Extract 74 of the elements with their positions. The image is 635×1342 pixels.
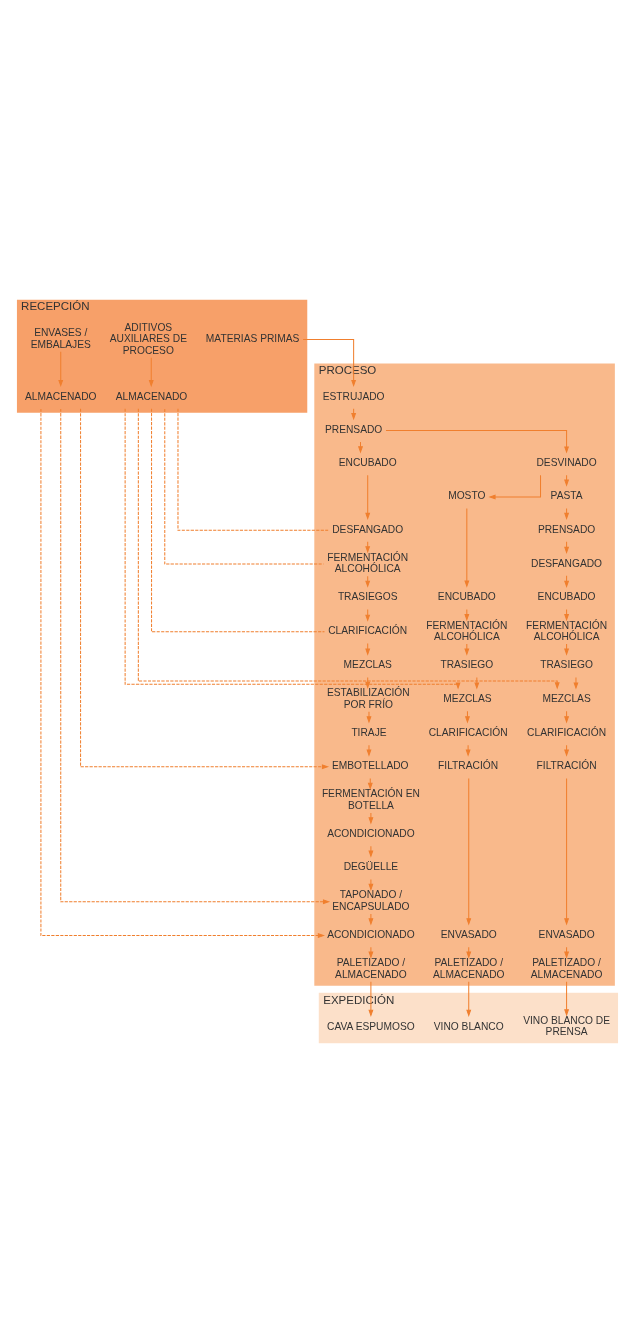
arrow: [385, 429, 570, 454]
node-text: ENVASES / EMBALAJES: [30, 326, 91, 350]
node-text: ACONDICIONADO: [327, 827, 415, 839]
arrow: [366, 744, 372, 757]
node-text: ALMACENADO: [115, 390, 188, 402]
node-text: CLARIFICACIÓN: [428, 726, 508, 738]
arrow: [58, 350, 64, 387]
node-text: ENCUBADO: [437, 590, 496, 602]
arrow: [368, 845, 374, 858]
node-text: FERMENTACIÓN ALCOHÓLICA: [526, 619, 608, 642]
node-text: VINO BLANCO: [433, 1019, 504, 1031]
arrow: [368, 811, 374, 824]
node-text: ESTRUJADO: [322, 390, 385, 402]
arrow: [367, 777, 373, 790]
node-text: FERMENTACIÓN EN BOTELLA: [321, 787, 420, 811]
arrow: [573, 676, 579, 690]
node-text: ADITIVOS AUXILIARES DE PROCESO: [109, 321, 187, 356]
node-text: CAVA ESPUMOSO: [327, 1019, 415, 1031]
node-text: VINO BLANCO DE PRENSA: [523, 1014, 611, 1037]
arrow: [368, 912, 374, 925]
node-text: FERMENTACIÓN ALCOHÓLICA: [426, 619, 508, 642]
node-text: TAPONADO / ENCAPSULADO: [332, 888, 410, 912]
connector: [151, 407, 325, 632]
connector: [177, 407, 329, 531]
node-text: PALETIZADO / ALMACENADO: [335, 956, 407, 980]
arrow: [466, 777, 472, 925]
arrow: [488, 474, 542, 499]
node-text: PRENSADO: [537, 523, 596, 535]
node-text: ALMACENADO: [24, 390, 97, 402]
node-text: EMBOTELLADO: [331, 759, 409, 771]
node-text: DEGÜELLE: [343, 860, 399, 872]
node-text: DESVINADO: [536, 456, 597, 468]
arrow: [365, 676, 371, 689]
node-text: TRASIEGO: [540, 658, 593, 670]
arrow: [365, 474, 371, 520]
node-text: TIRAJE: [351, 726, 387, 738]
node-text: CLARIFICACIÓN: [527, 726, 607, 738]
arrow: [302, 338, 357, 387]
node-text: FILTRACIÓN: [438, 759, 499, 771]
arrow: [564, 777, 570, 925]
connector: [164, 407, 324, 565]
node-text: FERMENTACIÓN ALCOHÓLICA: [327, 551, 409, 574]
node-text: ENCUBADO: [338, 456, 397, 468]
node-text: PRENSADO: [324, 423, 383, 435]
arrow: [368, 946, 374, 959]
node-text: MATERIAS PRIMAS: [205, 332, 300, 344]
node-text: TRASIEGOS: [337, 590, 398, 602]
node-text: DESFANGADO: [332, 523, 404, 535]
node-text: ENVASADO: [440, 928, 497, 940]
node-text: ESTABILIZACIÓN POR FRÍO: [326, 686, 410, 710]
node-text: ENVASADO: [538, 928, 595, 940]
arrow: [366, 710, 372, 723]
node-text: MOSTO: [448, 489, 486, 501]
node-text: MEZCLAS: [443, 692, 492, 704]
arrow: [80, 407, 330, 769]
node-text: TRASIEGO: [440, 658, 494, 670]
node-text: ACONDICIONADO: [327, 928, 415, 940]
arrow: [564, 980, 570, 1016]
node-text: FILTRACIÓN: [536, 759, 597, 771]
node-text: PALETIZADO / ALMACENADO: [530, 956, 603, 980]
arrow: [368, 878, 374, 891]
node-text: MEZCLAS: [542, 692, 591, 704]
arrow: [368, 980, 374, 1017]
node-text: DESFANGADO: [531, 556, 603, 568]
arrow: [365, 575, 371, 588]
node-text: CLARIFICACIÓN: [328, 624, 408, 636]
arrow: [464, 507, 470, 588]
node-text: MEZCLAS: [343, 658, 392, 670]
node-text: ENCUBADO: [537, 590, 596, 602]
node-text: PASTA: [550, 489, 583, 501]
arrow: [466, 980, 472, 1017]
arrow: [148, 356, 154, 387]
arrow: [465, 744, 471, 757]
node-text: PALETIZADO / ALMACENADO: [432, 956, 505, 980]
